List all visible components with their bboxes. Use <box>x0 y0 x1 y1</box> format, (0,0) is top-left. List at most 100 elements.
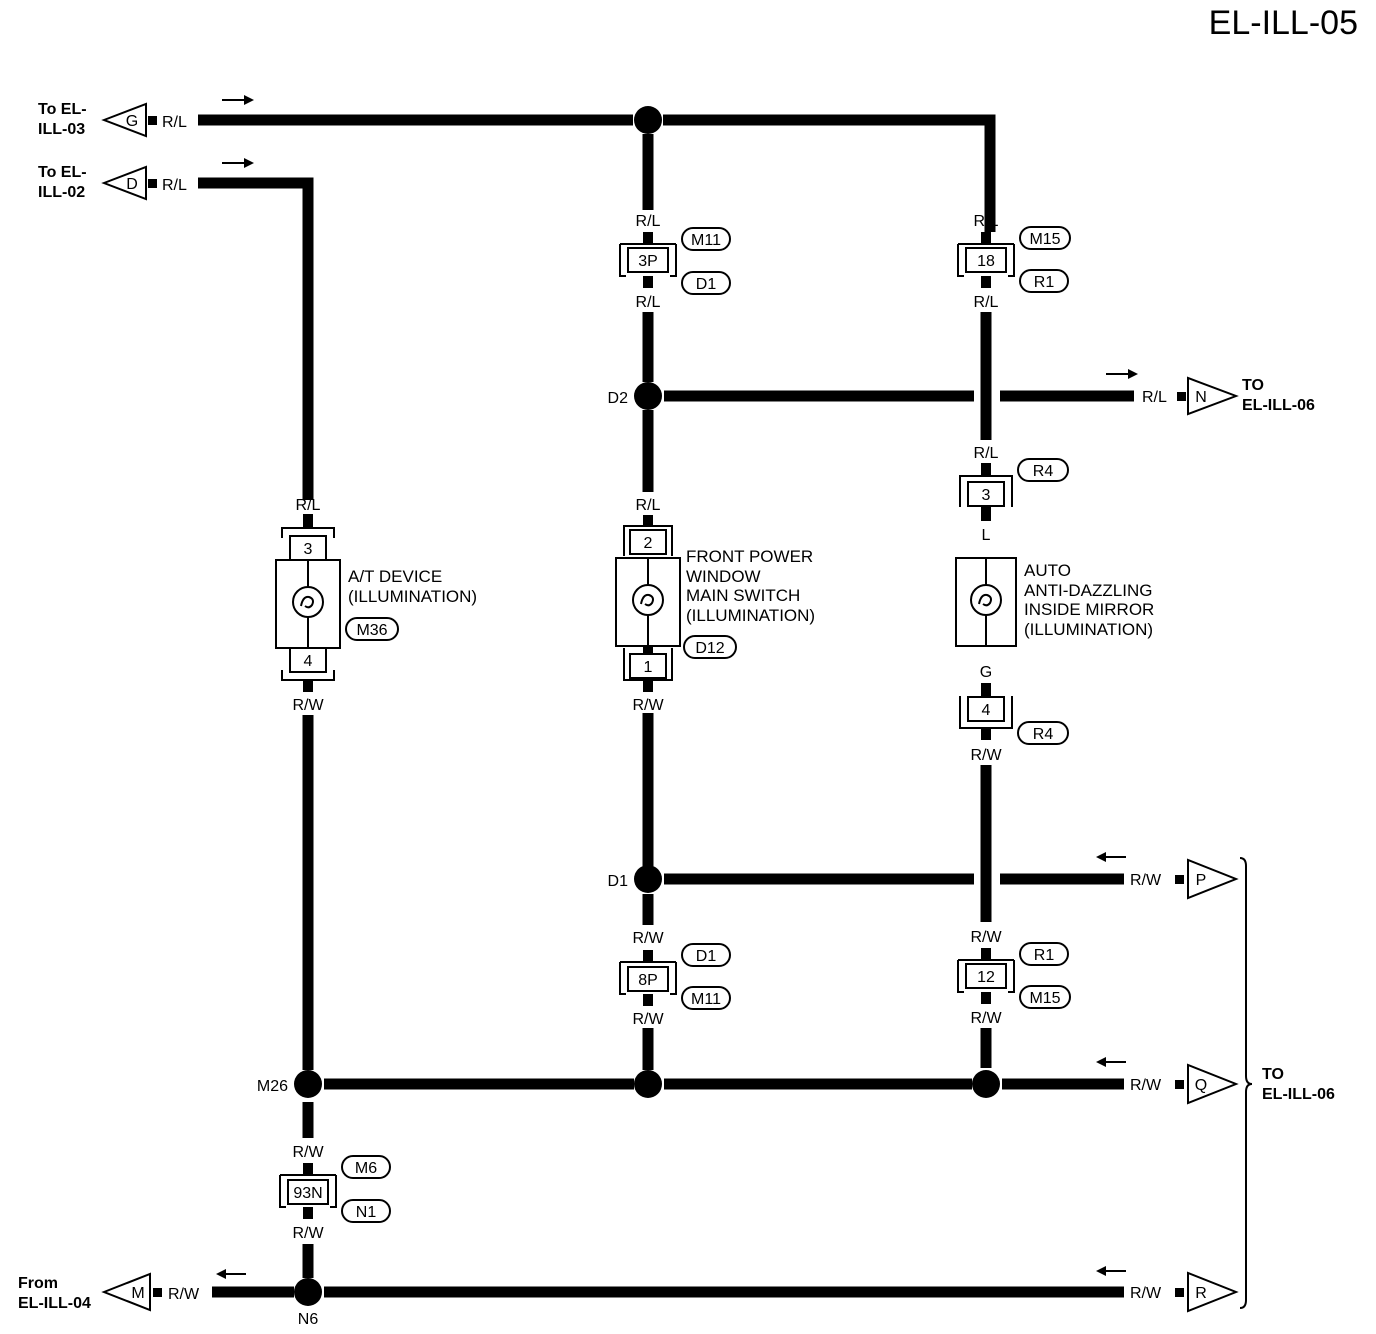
connector-id-pill <box>681 271 731 295</box>
wire-color-label: R/W <box>1130 1285 1162 1302</box>
wire-color-label: R/W <box>292 697 324 714</box>
connector-dest-n-2: EL-ILL-06 <box>1242 397 1315 414</box>
wire-color-label: R/W <box>632 1011 664 1028</box>
connector-id-m15: M15 <box>1029 231 1060 248</box>
inline-connector-18: R/L 18 R/L M15 R1 <box>957 213 1071 311</box>
wire-color-label: R/W <box>970 747 1002 764</box>
wire-color-label: R/W <box>168 1286 200 1303</box>
connector-pin <box>643 232 653 244</box>
terminal-3: 3 <box>304 541 313 558</box>
component-name: WINDOW <box>686 567 761 586</box>
connector-shell <box>957 959 1015 993</box>
connector-terminal-n <box>1177 392 1186 401</box>
connector-id-pill <box>1019 942 1069 966</box>
connector-triangle-r <box>1187 1271 1239 1313</box>
arrow-left-icon <box>1096 1266 1126 1276</box>
terminal-8p: 8P <box>638 972 658 989</box>
connector-id-pill <box>1019 226 1071 250</box>
wire-color-label: R/L <box>1142 389 1167 406</box>
connector-dest-d-1: To EL- <box>38 164 87 181</box>
connector-triangle-g <box>101 102 147 138</box>
connector-pin <box>981 463 991 475</box>
connector-dest-g-1: To EL- <box>38 101 87 118</box>
connector-id-pill <box>683 635 737 659</box>
junction-dot-m26-right <box>972 1070 1000 1098</box>
connector-id-d12: D12 <box>695 640 724 657</box>
connector-terminal-m <box>153 1288 162 1297</box>
terminal-3: 3 <box>982 487 991 504</box>
connector-id-r4: R4 <box>1033 726 1054 743</box>
connector-id-pill <box>1017 458 1069 482</box>
bulb-icon <box>292 586 324 618</box>
brace-icon <box>1239 857 1253 1309</box>
connector-triangle-p <box>1187 858 1239 900</box>
arrow-right-icon <box>222 95 254 105</box>
terminal-box <box>287 1179 329 1205</box>
wire-color-label: R/W <box>970 929 1002 946</box>
bracket-pqr: TO EL-ILL-06 <box>1239 857 1335 1309</box>
connector-dest-n-1: TO <box>1242 377 1264 394</box>
auto-anti-dazzling-mirror: R/L 3 R4 L G 4 R/W R4 AUTO ANTI-DAZZLING… <box>955 445 1154 764</box>
wire-color-label: R/W <box>1130 872 1162 889</box>
page-title: EL-ILL-05 <box>1209 4 1358 42</box>
connector-id-pill <box>1019 269 1069 293</box>
terminal-18: 18 <box>977 253 995 270</box>
joint-d2 <box>634 382 662 410</box>
connector-triangle-n <box>1187 376 1239 416</box>
bulb-icon <box>632 584 664 616</box>
connector-pin <box>643 994 653 1006</box>
wire-color-label: G <box>980 664 992 681</box>
arrow-right-icon <box>222 158 254 168</box>
wire-color-label: R/W <box>1130 1077 1162 1094</box>
connector-id-pill <box>341 1155 391 1179</box>
terminal-box <box>965 963 1007 989</box>
wire-color-label: R/W <box>292 1225 324 1242</box>
connector-terminal-p <box>1175 875 1184 884</box>
connector-pin <box>981 683 991 697</box>
wire-color-label: R/L <box>974 294 999 311</box>
wire-color-label: R/L <box>636 294 661 311</box>
connector-id-pill <box>1017 721 1069 745</box>
arrow-left-icon <box>216 1269 246 1279</box>
connector-pin <box>643 515 653 527</box>
component-name: AUTO <box>1024 561 1071 580</box>
connector-id-r1: R1 <box>1034 947 1055 964</box>
connector-letter-m: M <box>131 1285 144 1302</box>
component-name: A/T DEVICE <box>348 567 442 586</box>
connector-triangle-d <box>101 165 147 201</box>
offpage-connector-d: D R/L To EL- ILL-02 <box>38 158 254 201</box>
component-name: INSIDE MIRROR <box>1024 600 1154 619</box>
connector-pin <box>643 276 653 288</box>
wire-color-label: R/L <box>296 497 321 514</box>
connector-triangle-m <box>101 1272 151 1312</box>
wire-color-label: R/L <box>974 213 999 230</box>
offpage-connector-g: G R/L To EL- ILL-03 <box>38 95 254 138</box>
terminal-4: 4 <box>304 653 313 670</box>
connector-terminal-d <box>148 179 157 188</box>
connector-letter-p: P <box>1196 872 1207 889</box>
connector-pin <box>303 1163 313 1175</box>
wire-color-label: R/L <box>162 114 187 131</box>
connector-id-m36: M36 <box>356 622 387 639</box>
joint-label-d2: D2 <box>608 390 629 407</box>
connector-shell <box>959 475 1013 507</box>
connector-terminal-r <box>1175 1288 1184 1297</box>
connector-letter-g: G <box>126 113 138 130</box>
wire-color-label: R/W <box>292 1144 324 1161</box>
wire-color-label: R/W <box>632 697 664 714</box>
group-dest-1: TO <box>1262 1066 1284 1083</box>
offpage-connector-p: R/W P <box>1096 852 1239 900</box>
joint-label-m26: M26 <box>257 1078 288 1095</box>
connector-letter-n: N <box>1195 389 1207 406</box>
connector-id-pill <box>345 617 399 641</box>
connector-id-r1: R1 <box>1034 274 1055 291</box>
connector-shell <box>623 525 673 556</box>
front-power-window-switch: R/L 2 1 R/W FRONT POWER WINDOW MAIN SWIT… <box>615 497 815 714</box>
wires <box>198 114 1134 1298</box>
wire-color-label: R/L <box>162 177 187 194</box>
at-device-illumination: R/L 3 4 R/W A/T DEVICE (ILLUMINATION) M3… <box>275 497 477 714</box>
connector-shell <box>619 961 677 995</box>
wire-color-label: L <box>982 527 991 544</box>
connector-shell <box>279 1174 337 1208</box>
